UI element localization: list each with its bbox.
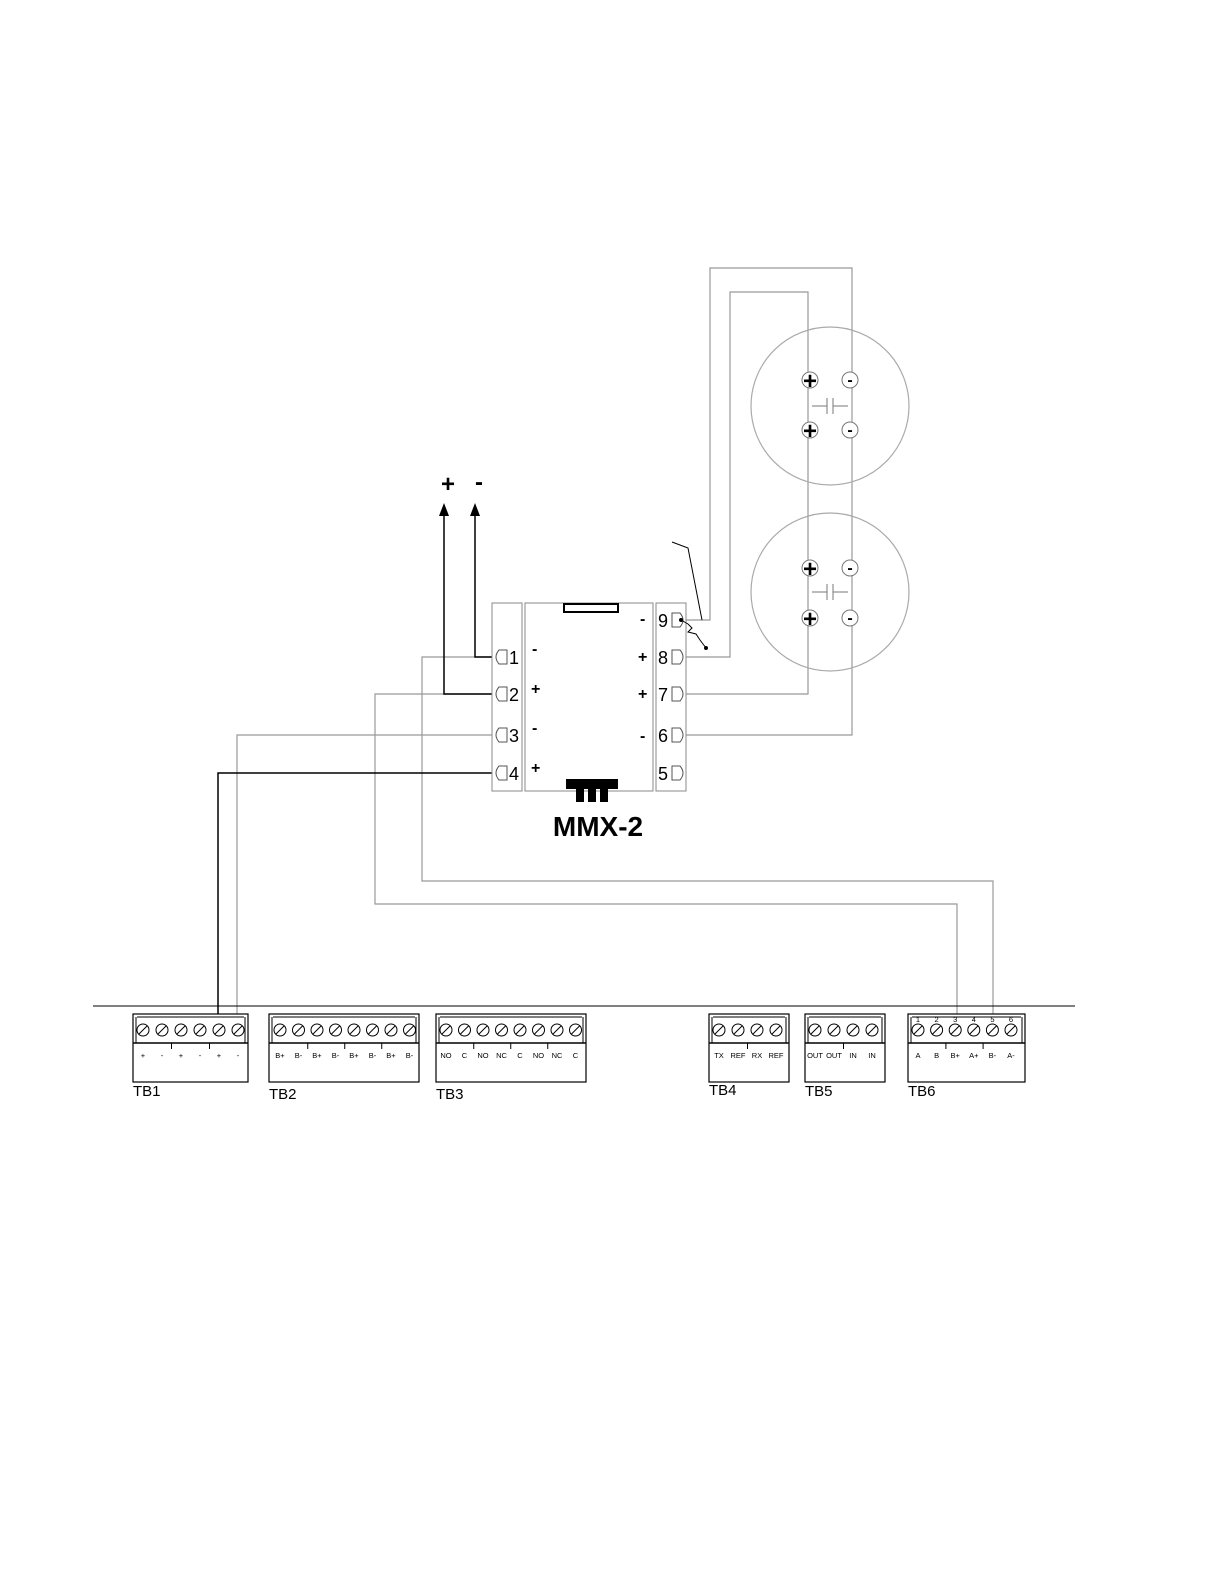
terminal-label: B+ (275, 1051, 285, 1060)
power-plus-arrowhead (439, 503, 449, 516)
terminal-label: NO (533, 1051, 544, 1060)
detector-terminal-plus-label: + (803, 368, 817, 395)
terminal-block: A 1B 2B+ 3A+ 4B- 5A- 6 (908, 1014, 1025, 1082)
power-minus-label: - (475, 469, 483, 496)
detector-base-outline (751, 327, 909, 485)
black-wiring (218, 515, 494, 1014)
tb6-label: TB6 (908, 1083, 936, 1100)
terminal-label: REF (769, 1051, 784, 1060)
terminal-number: 5 (990, 1015, 994, 1024)
detector-terminal-minus-label: - (847, 610, 852, 627)
terminal-label: A+ (969, 1051, 979, 1060)
detector-terminal-minus-label: - (847, 560, 852, 577)
detector-terminal-plus-label: + (803, 606, 817, 633)
left-pin-number: 4 (509, 764, 519, 784)
smoke-detector-top: + - + - (751, 327, 909, 485)
left-pin-sign: + (531, 681, 540, 698)
detector-terminal-minus-label: - (847, 372, 852, 389)
detector-terminal-plus-label: + (803, 418, 817, 445)
terminal-block: B+ B- B+ B- B+ B- B+ B- (269, 1014, 419, 1082)
terminal-label: B- (332, 1051, 340, 1060)
right-pin-number: 6 (658, 726, 668, 746)
terminal-label: TX (714, 1051, 724, 1060)
terminal-number: 2 (935, 1015, 939, 1024)
terminal-label: + (179, 1051, 184, 1060)
right-pin-sign: - (640, 611, 645, 628)
tb3-label: TB3 (436, 1086, 464, 1103)
terminal-block: NO C NO NC C NO NC C (436, 1014, 586, 1082)
right-pin-sign: + (638, 686, 647, 703)
mmx2-module: 1 2 3 4 - + - + 9 8 7 6 5 - + + - MMX-2 (492, 542, 708, 842)
terminal-block: OUTOUT IN IN (805, 1014, 885, 1082)
terminal-label: + (217, 1051, 222, 1060)
terminal-number: 4 (972, 1015, 976, 1024)
terminal-label: NC (496, 1051, 507, 1060)
terminal-label: IN (868, 1051, 876, 1060)
right-pin-sign: - (640, 728, 645, 745)
terminal-block: +-+-+- (133, 1014, 248, 1082)
terminal-label: A- (1007, 1051, 1015, 1060)
module-body (525, 603, 653, 791)
right-pin-number: 5 (658, 764, 668, 784)
capacitor-symbol (812, 584, 848, 600)
terminal-number: 6 (1009, 1015, 1013, 1024)
terminal-label: NO (440, 1051, 451, 1060)
detector-terminal-minus-label: - (847, 422, 852, 439)
terminal-block-outline (133, 1014, 248, 1082)
terminal-label: B (934, 1051, 939, 1060)
terminal-label: A (915, 1051, 920, 1060)
terminal-label: OUT (826, 1051, 842, 1060)
tb2-label: TB2 (269, 1086, 297, 1103)
terminal-label: B- (295, 1051, 303, 1060)
tb1-label: TB1 (133, 1083, 161, 1100)
terminal-number: 3 (953, 1015, 957, 1024)
terminal-label: C (462, 1051, 468, 1060)
terminal-label: C (517, 1051, 523, 1060)
terminal-label: B- (369, 1051, 377, 1060)
terminal-label: NO (477, 1051, 488, 1060)
module-title: MMX-2 (553, 811, 643, 842)
left-pin-sign: - (532, 720, 537, 737)
detector-wiring (676, 268, 852, 735)
terminal-label: C (573, 1051, 579, 1060)
terminal-label: NC (552, 1051, 563, 1060)
left-pin-number: 1 (509, 648, 519, 668)
terminal-label: B+ (386, 1051, 396, 1060)
terminal-label: B+ (951, 1051, 961, 1060)
power-plus-label: + (441, 471, 455, 498)
terminal-block-outline (908, 1014, 1025, 1082)
terminal-label: + (141, 1051, 146, 1060)
terminal-label: B- (989, 1051, 997, 1060)
capacitor-symbol (812, 398, 848, 414)
module-fuse (564, 604, 618, 612)
terminal-label: B- (406, 1051, 414, 1060)
left-pin-sign: + (531, 760, 540, 777)
left-pin-number: 2 (509, 685, 519, 705)
tb5-label: TB5 (805, 1083, 833, 1100)
right-pin-number: 9 (658, 611, 668, 631)
terminal-label: B+ (312, 1051, 322, 1060)
detector-base-outline (751, 513, 909, 671)
smoke-detector-bottom: + - + - (751, 513, 909, 671)
right-pin-number: 8 (658, 648, 668, 668)
left-pin-number: 3 (509, 726, 519, 746)
terminal-block: TX REF RX REF (709, 1014, 789, 1082)
detector-terminal-plus-label: + (803, 556, 817, 583)
tb4-label: TB4 (709, 1082, 737, 1099)
terminal-block-outline (269, 1014, 419, 1082)
left-pin-sign: - (532, 641, 537, 658)
terminal-number: 1 (916, 1015, 920, 1024)
right-pin-sign: + (638, 649, 647, 666)
terminal-label: IN (849, 1051, 857, 1060)
terminal-label: B+ (349, 1051, 359, 1060)
terminal-label: RX (752, 1051, 762, 1060)
right-pin-number: 7 (658, 685, 668, 705)
terminal-label: REF (731, 1051, 746, 1060)
terminal-label: OUT (807, 1051, 823, 1060)
power-minus-arrowhead (470, 503, 480, 516)
